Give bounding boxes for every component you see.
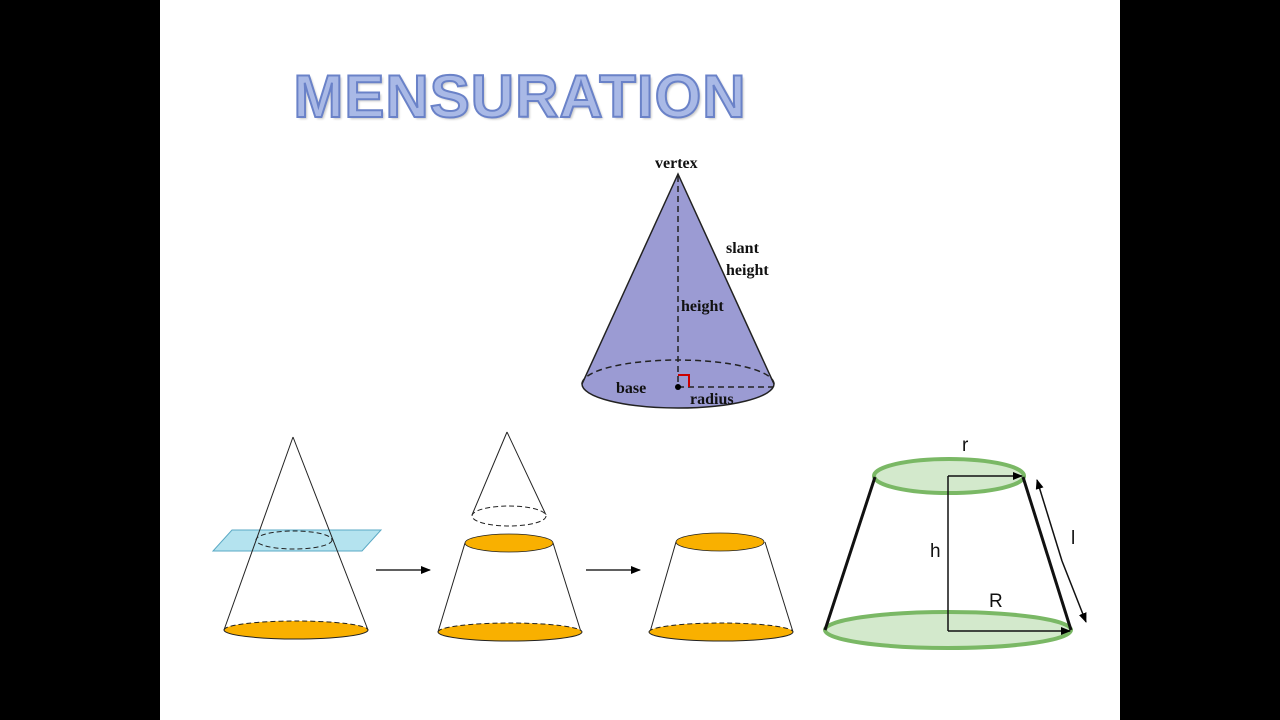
frustum1-right-edge [552,542,582,633]
slant-height-label: height [726,262,769,279]
cone1-base-front [223,629,369,640]
cone1-base [224,621,368,639]
small-cone-right-edge [506,431,547,516]
labeled-frustum: r h R l [823,435,1087,650]
frustum2-base-back [648,622,794,633]
cone1-left-edge [223,436,294,631]
frustum3-left-edge [823,476,877,631]
frustum1-base [438,623,582,641]
frustum2-base-front [648,631,794,642]
cone1-base-back-dashed [223,620,369,631]
frustum1-base-back [437,622,583,633]
right-angle-marker [678,374,690,387]
vertex-label: vertex [655,155,698,172]
base-label: base [616,380,646,397]
small-cone-left-edge [471,431,508,516]
frustum1-top [464,533,554,553]
frustum1-left-edge [437,542,466,633]
frustum1-base-front [437,631,583,642]
frustum-result [648,532,794,642]
cutting-plane [211,529,383,552]
separated-pieces [437,431,583,642]
frustum2-left-edge [649,541,677,633]
small-cone-base-dashed [471,505,547,527]
cone1-right-edge [292,436,369,631]
frustum2-right-edge [764,541,794,633]
cone-center-dot [675,384,681,390]
cone-with-cutting-plane [211,436,383,640]
slant-height-label-l: l [1071,528,1075,549]
frustum3-right-edge [1021,476,1073,631]
frustum-height-label: h [930,541,941,562]
frustum2-top [675,532,765,552]
large-radius-label: R [989,591,1003,612]
page-title: MENSURATION [292,62,747,131]
slant-label: slant [726,240,760,257]
frustum2-base [649,623,793,641]
labeled-cone: vertex slant height height base radius [581,155,775,409]
slant-arrow-down [1061,560,1087,623]
height-label: height [681,298,724,315]
radius-label: radius [690,391,734,408]
slant-arrow-up [1035,479,1063,562]
small-radius-label: r [962,435,969,456]
